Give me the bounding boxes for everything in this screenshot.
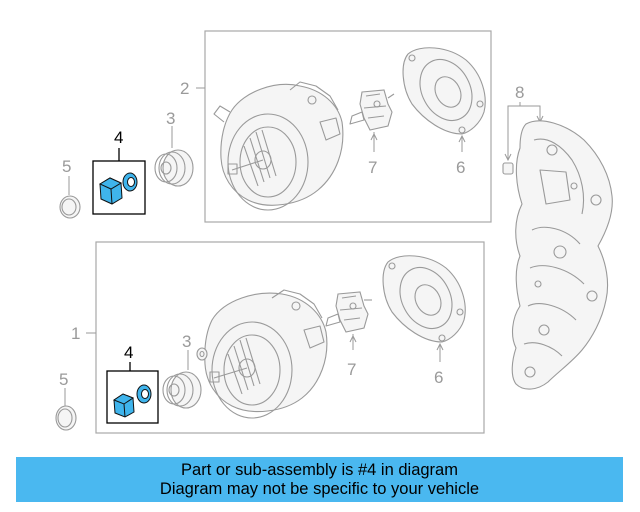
callout-4-lower: 4 [124, 343, 133, 362]
callout-6-lower: 6 [434, 368, 443, 387]
washer-lower [55, 405, 77, 431]
part-4-cap-upper [98, 177, 123, 205]
assembly-box-upper [204, 30, 492, 223]
callout-3-upper: 3 [166, 109, 175, 128]
alternator-upper [213, 81, 344, 211]
part-4-cap-lower [112, 393, 135, 418]
rear-cover-upper [402, 47, 486, 135]
banner-line-2: Diagram may not be specific to your vehi… [159, 480, 480, 498]
callout-1: 1 [71, 324, 80, 343]
part-4-box-lower [106, 370, 159, 424]
washer-upper [59, 195, 81, 219]
callout-4-upper: 4 [114, 128, 123, 147]
regulator-upper [349, 89, 395, 131]
alternator-lower [204, 289, 328, 419]
callout-2: 2 [180, 79, 189, 98]
rear-cover-lower [382, 255, 466, 343]
assembly-box-lower [95, 241, 485, 434]
callout-8: 8 [515, 83, 524, 102]
pulley-upper [154, 149, 194, 187]
regulator-lower [325, 291, 372, 333]
callout-7-upper: 7 [368, 158, 377, 177]
pulley-lower [162, 371, 202, 409]
part-4-nut-lower [136, 384, 152, 404]
bracket-part-8 [502, 120, 613, 390]
info-banner: Part or sub-assembly is #4 in diagram Di… [16, 457, 623, 502]
callout-6-upper: 6 [456, 158, 465, 177]
callout-5-lower: 5 [59, 370, 68, 389]
small-washer-lower [196, 347, 208, 361]
callout-5-upper: 5 [62, 157, 71, 176]
part-4-box-upper [92, 160, 146, 215]
callout-7-lower: 7 [347, 360, 356, 379]
callout-3-lower: 3 [182, 332, 191, 351]
part-4-nut-upper [122, 172, 138, 192]
banner-line-1: Part or sub-assembly is #4 in diagram [181, 461, 458, 479]
